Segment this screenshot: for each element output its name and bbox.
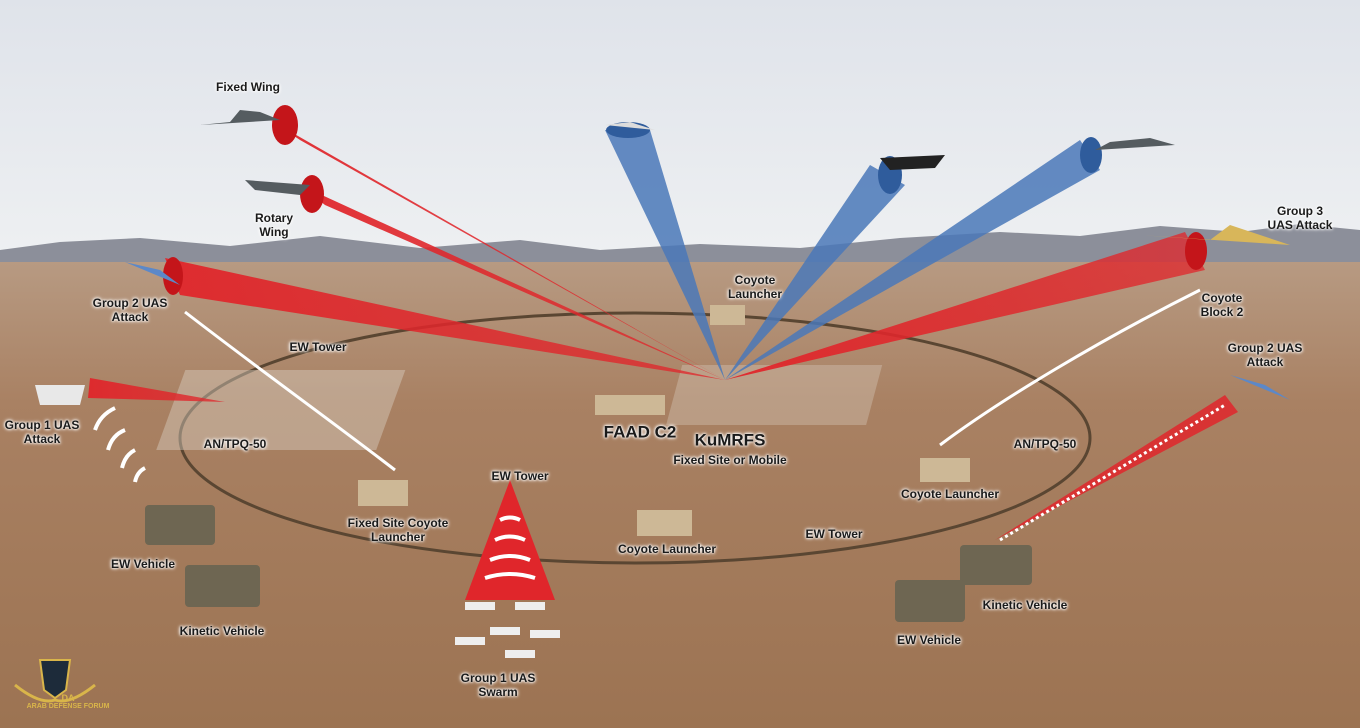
kinetic-beams — [88, 105, 1238, 600]
label-ew-tower-top: EW Tower — [289, 340, 347, 354]
defended-area-ellipse — [178, 311, 1092, 565]
label-faad-c2: FAAD C2 — [603, 422, 677, 442]
label-fixed-site-coyote: Fixed Site Coyote Launcher — [347, 516, 449, 544]
label-coyote-launcher-top: Coyote Launcher — [727, 273, 782, 301]
label-coyote-launcher-bottom: Coyote Launcher — [617, 542, 717, 556]
label-ew-tower-right: EW Tower — [805, 527, 863, 541]
label-antpq-left: AN/TPQ-50 — [203, 437, 267, 451]
watermark-logo-text: DA — [61, 693, 75, 703]
label-group1-swarm: Group 1 UAS Swarm — [460, 671, 536, 699]
label-fixed-wing: Fixed Wing — [216, 80, 280, 94]
label-kinetic-vehicle-left: Kinetic Vehicle — [179, 624, 265, 638]
small-uav-icon — [605, 122, 655, 130]
aircraft — [35, 110, 1290, 405]
vehicles — [145, 505, 1032, 622]
drone-swarm — [455, 602, 560, 658]
group3-uas-icon — [1140, 225, 1290, 245]
label-ew-tower-center: EW Tower — [491, 469, 549, 483]
quadcopter-icon — [35, 385, 85, 405]
launchers — [358, 305, 970, 536]
label-ew-vehicle-left: EW Vehicle — [110, 557, 176, 571]
desert — [0, 262, 1360, 728]
watermark-logo — [14, 659, 96, 703]
label-ew-vehicle-right: EW Vehicle — [896, 633, 962, 647]
jet-icon-right — [1095, 138, 1175, 150]
watermark: DA ARAB DEFENSE FORUM — [8, 655, 128, 710]
label-coyote-block2: Coyote Block 2 — [1200, 291, 1244, 319]
helicopter-icon-right — [880, 155, 945, 170]
watermark-name: ARAB DEFENSE FORUM — [26, 703, 110, 710]
label-group1-uas: Group 1 UAS Attack — [4, 418, 80, 446]
helicopter-icon — [245, 180, 310, 195]
label-rotary-wing: Rotary Wing — [254, 211, 293, 239]
label-kinetic-vehicle-right: Kinetic Vehicle — [982, 598, 1068, 612]
label-group2-uas-left: Group 2 UAS Attack — [92, 296, 168, 324]
label-antpq-right: AN/TPQ-50 — [1013, 437, 1077, 451]
ew-waves — [93, 406, 536, 580]
fixed-wing-jet-icon — [200, 110, 280, 125]
sky — [0, 0, 1360, 260]
label-group2-uas-right: Group 2 UAS Attack — [1227, 341, 1303, 369]
interceptor-trails — [184, 288, 1226, 542]
group2-uas-icon — [125, 262, 180, 285]
label-kumrfs-sub: Fixed Site or Mobile — [673, 453, 787, 467]
label-kumrfs: KuMRFS — [694, 430, 766, 450]
label-group3-uas: Group 3 UAS Attack — [1267, 204, 1333, 232]
group2-uas-right-icon — [1230, 375, 1290, 400]
label-coyote-launcher-right: Coyote Launcher — [900, 487, 1000, 501]
